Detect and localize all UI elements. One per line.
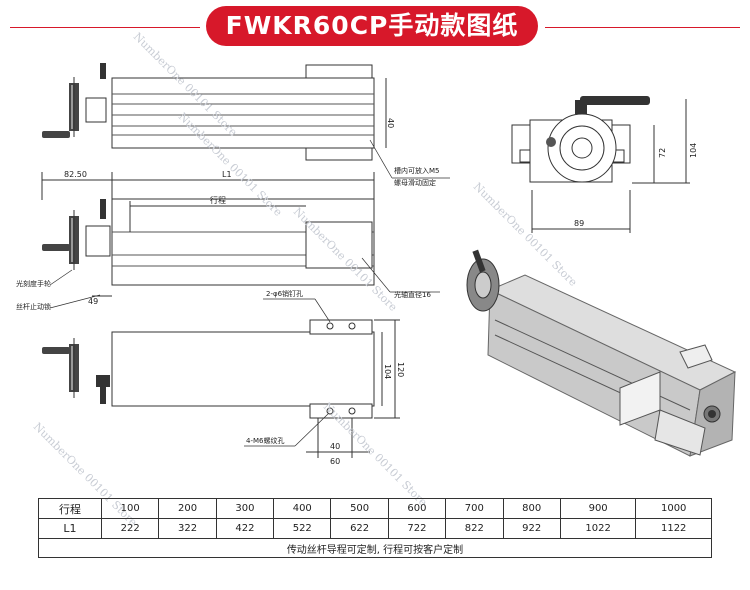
- table-row-l1: L1 222 322 422 522 622 722 822 922 1022 …: [38, 518, 712, 539]
- shaft-note: 光轴直径16: [394, 290, 431, 299]
- dim-width-89: 89: [574, 219, 584, 228]
- dim-height-72: 72: [658, 148, 667, 158]
- view-top: 40 槽内可放入M5 螺母滑动固定: [42, 63, 450, 187]
- slot-note-2: 螺母滑动固定: [394, 178, 436, 187]
- stroke-cell: 100: [100, 498, 160, 519]
- row-label-l1: L1: [38, 518, 102, 539]
- svg-text:40: 40: [386, 118, 395, 128]
- stroke-cell: 900: [559, 498, 637, 519]
- stroke-cell: 1000: [635, 498, 712, 519]
- slot-note-1: 槽内可放入M5: [394, 166, 440, 175]
- table-note: 传动丝杆导程可定制, 行程可按客户定制: [38, 538, 712, 558]
- holes-bottom-note: 4-M6螺纹孔: [246, 436, 284, 445]
- view-bottom: 2-φ6销钉孔 4-M6螺纹孔 104 120 40 60: [42, 289, 405, 466]
- l1-cell: 622: [330, 518, 389, 539]
- title-rule-right: [545, 27, 740, 28]
- stroke-cell: 400: [273, 498, 332, 519]
- l1-cell: 222: [100, 518, 160, 539]
- row-label-stroke: 行程: [38, 498, 102, 519]
- dim-side-104: 104: [383, 364, 392, 379]
- stroke-cell: 800: [502, 498, 561, 519]
- l1-cell: 722: [387, 518, 447, 539]
- view-middle: 行程 49 光轴直径16 光刻度手轮 丝杆止动锁: [16, 195, 440, 311]
- dim-bottom-40: 40: [330, 442, 340, 451]
- stroke-cell: 300: [215, 498, 275, 519]
- dim-l1: L1: [222, 170, 232, 179]
- dim-side-120: 120: [396, 362, 405, 377]
- l1-cell: 522: [273, 518, 332, 539]
- l1-cell: 922: [502, 518, 561, 539]
- dim-bottom-60: 60: [330, 457, 340, 466]
- l1-cell: 422: [215, 518, 275, 539]
- dim-49: 49: [88, 297, 98, 306]
- l1-cell: 322: [158, 518, 217, 539]
- spec-table: 行程 100 200 300 400 500 600 700 800 900 1…: [38, 498, 712, 558]
- table-row-note: 传动丝杆导程可定制, 行程可按客户定制: [38, 538, 712, 558]
- holes-top-note: 2-φ6销钉孔: [266, 289, 303, 298]
- stroke-cell: 700: [445, 498, 504, 519]
- dim-82-50: 82.50: [64, 170, 87, 179]
- lock-note: 丝杆止动锁: [16, 302, 51, 311]
- stroke-cell: 600: [387, 498, 447, 519]
- stroke-cell: 500: [330, 498, 389, 519]
- dim-height-104: 104: [689, 143, 698, 158]
- l1-cell: 1022: [559, 518, 637, 539]
- title-rule-left: [10, 27, 200, 28]
- view-isometric: [466, 249, 737, 457]
- scale-note: 光刻度手轮: [16, 279, 51, 288]
- page-title: FWKR60CP手动款图纸: [206, 6, 538, 46]
- view-end: 72 104 89: [511, 96, 698, 233]
- technical-drawing: 40 槽内可放入M5 螺母滑动固定 82.50 L1 行程 49 光轴直径16: [16, 63, 737, 466]
- stroke-cell: 200: [158, 498, 217, 519]
- l1-cell: 1122: [635, 518, 712, 539]
- dimension-row: 82.50 L1: [41, 170, 375, 200]
- dim-stroke: 行程: [210, 195, 226, 205]
- l1-cell: 822: [445, 518, 504, 539]
- table-row-stroke: 行程 100 200 300 400 500 600 700 800 900 1…: [38, 498, 712, 519]
